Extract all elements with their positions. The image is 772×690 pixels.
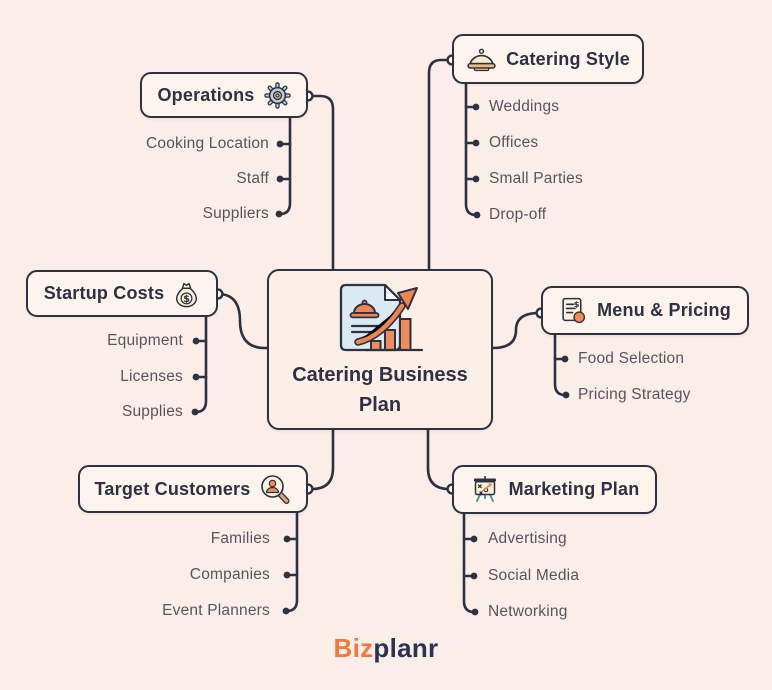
customer-search-icon: [261, 475, 290, 504]
bullet-dot: [473, 211, 481, 219]
bullet-dot: [276, 175, 284, 183]
bullet-dot: [470, 572, 478, 580]
gear-icon: [263, 81, 291, 109]
logo-suffix: planr: [373, 633, 439, 663]
node-operations-label: Operations: [157, 84, 255, 105]
connector-menupricing-center: [491, 311, 543, 350]
node-marketing-plan-label: Marketing Plan: [508, 479, 640, 499]
connector-targetcustomers-children: [285, 511, 299, 613]
leaf-advertising: Advertising: [488, 530, 567, 547]
presentation-board-icon: [473, 475, 496, 502]
node-menu-pricing: $ Menu & Pricing: [541, 286, 749, 335]
leaf-small-parties: Small Parties: [489, 170, 583, 187]
leaf-event-planners: Event Planners: [162, 602, 270, 619]
bullet-dot: [283, 535, 291, 543]
bullet-dot: [472, 139, 480, 147]
bullet-dot: [282, 607, 290, 615]
leaf-suppliers: Suppliers: [202, 205, 269, 222]
connector-cateringstyle-center: [427, 58, 454, 271]
leaf-food-selection: Food Selection: [578, 350, 685, 367]
bizplanr-logo: Bizplanr: [286, 633, 486, 664]
connector-targetcustomers-center: [306, 428, 335, 491]
node-catering-style-label: Catering Style: [506, 48, 630, 69]
node-center: Catering Business Plan: [267, 269, 493, 430]
connector-operations-center: [306, 94, 335, 271]
node-startup-costs-label: Startup Costs: [43, 283, 165, 303]
connector-operations-children: [278, 115, 292, 216]
node-marketing-plan: Marketing Plan: [452, 465, 657, 514]
leaf-pricing-strategy: Pricing Strategy: [578, 386, 691, 403]
connector-cateringstyle-children: [464, 82, 478, 217]
connector-marketingplan-center: [426, 428, 454, 491]
bullet-dot: [283, 571, 291, 579]
leaf-supplies: Supplies: [121, 403, 183, 420]
money-bag-icon: $: [176, 282, 198, 308]
connector-menupricing-children: [553, 333, 567, 397]
leaf-equipment: Equipment: [107, 332, 183, 349]
leaf-families: Families: [210, 530, 270, 547]
bullet-dot: [276, 140, 284, 148]
leaf-networking: Networking: [488, 603, 568, 620]
bullet-dot: [192, 373, 200, 381]
bullet-dot: [472, 175, 480, 183]
bullet-dot: [191, 408, 199, 416]
node-target-customers: Target Customers: [78, 465, 308, 513]
bullet-dot: [275, 210, 283, 218]
node-operations: Operations: [140, 72, 308, 118]
leaf-weddings: Weddings: [489, 98, 560, 115]
leaf-social-media: Social Media: [488, 567, 580, 584]
bullet-dot: [471, 608, 479, 616]
cloche-icon: [467, 48, 496, 71]
connector-startupcosts-children: [194, 315, 208, 414]
node-startup-costs: Startup Costs $: [26, 270, 218, 317]
leaf-staff: Staff: [236, 170, 269, 187]
svg-text:$: $: [183, 294, 190, 305]
connector-marketingplan-children: [462, 512, 476, 614]
node-catering-style: Catering Style: [452, 34, 644, 84]
bullet-dot: [192, 337, 200, 345]
logo-prefix: Biz: [333, 633, 374, 663]
leaf-drop-off: Drop-off: [489, 206, 547, 223]
leaf-cooking-location: Cooking Location: [146, 135, 269, 152]
bullet-dot: [470, 535, 478, 543]
svg-text:$: $: [574, 299, 580, 309]
center-title: Catering Business Plan: [292, 363, 468, 416]
node-target-customers-label: Target Customers: [94, 478, 251, 499]
bullet-dot: [561, 355, 569, 363]
node-menu-pricing-label: Menu & Pricing: [597, 300, 731, 320]
bullet-dot: [562, 391, 570, 399]
bullet-dots: [191, 103, 570, 616]
menu-list-icon: $: [562, 297, 586, 324]
leaf-licenses: Licenses: [120, 368, 183, 385]
leaf-companies: Companies: [189, 566, 270, 583]
connector-startupcosts-center: [216, 292, 269, 350]
leaf-offices: Offices: [489, 134, 539, 151]
bullet-dot: [472, 103, 480, 111]
business-plan-icon: [339, 283, 424, 351]
